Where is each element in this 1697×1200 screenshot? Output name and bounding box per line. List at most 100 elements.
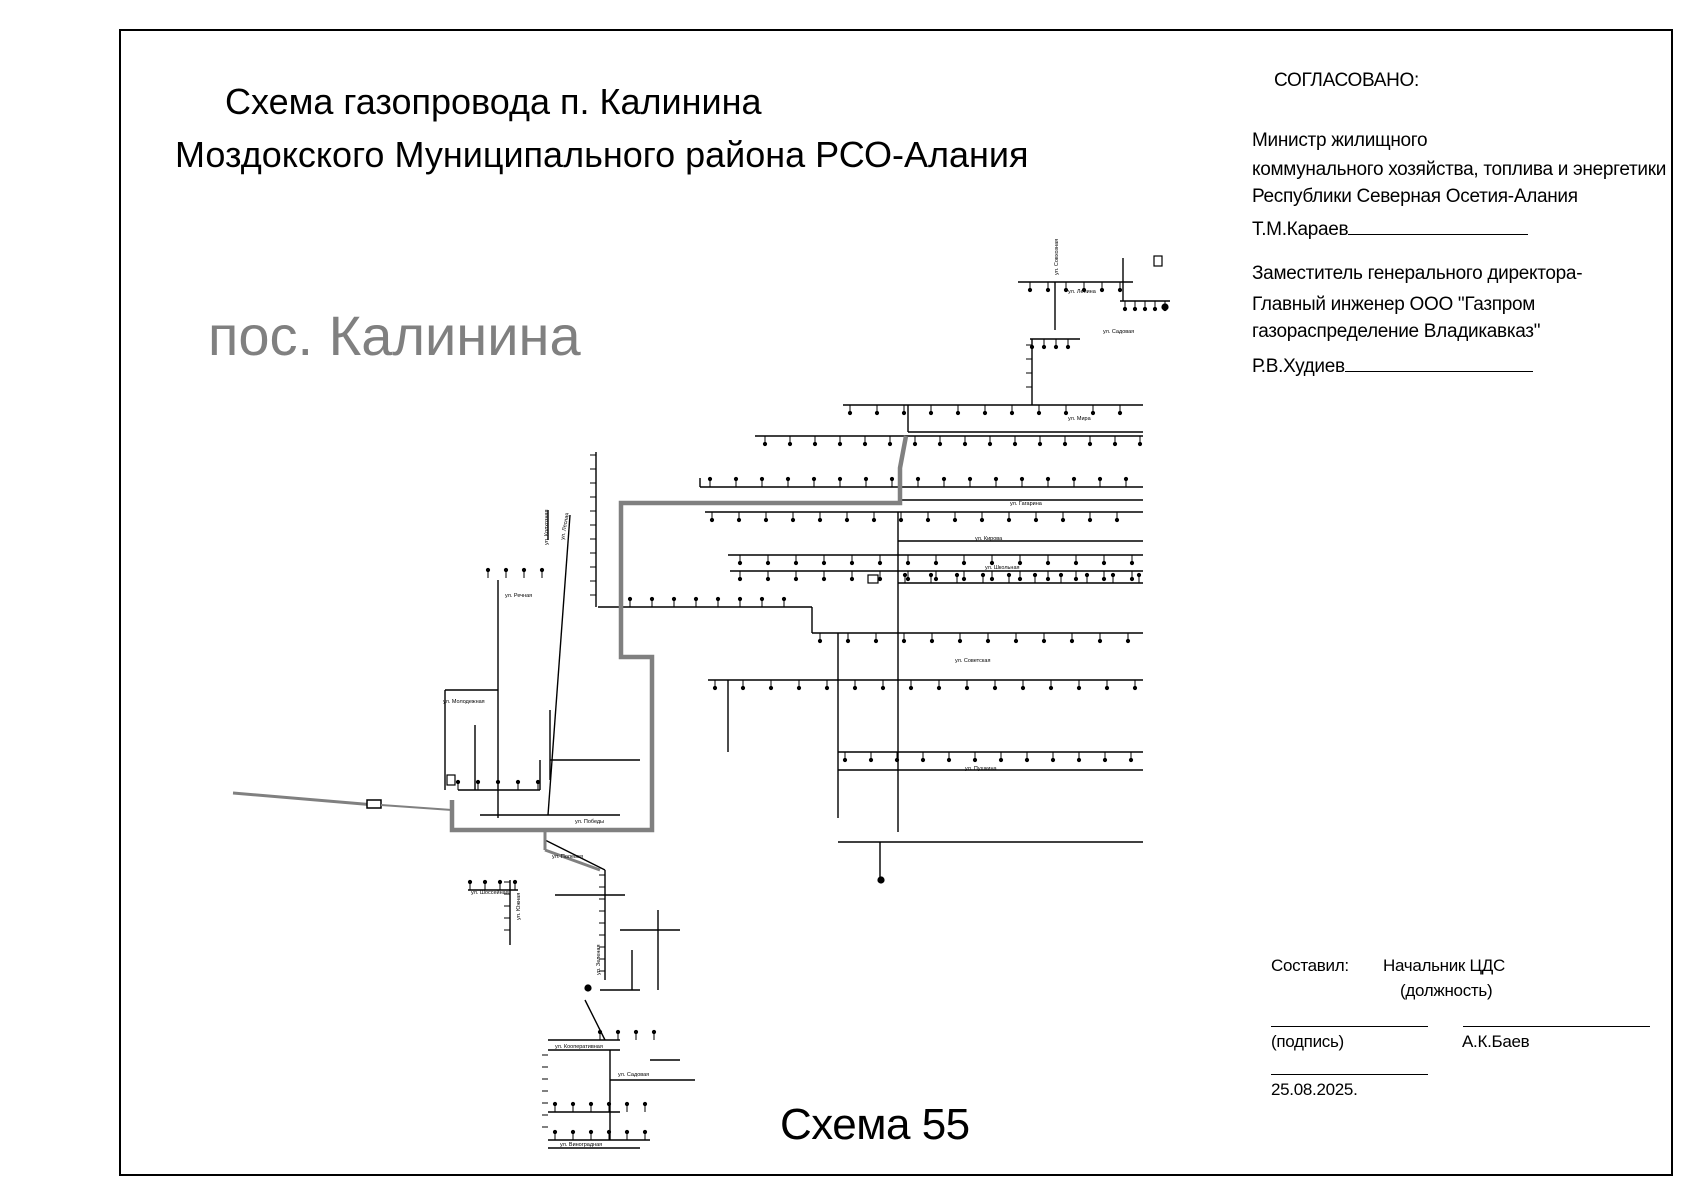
service-point — [982, 410, 988, 416]
street-label: ул. Садовая — [1103, 329, 1134, 335]
service-point — [1017, 560, 1023, 566]
approval-block2-signer: Р.В.Худиев — [1252, 356, 1345, 377]
approval-heading: СОГЛАСОВАНО: — [1274, 70, 1420, 91]
service-point — [824, 685, 830, 691]
service-point — [915, 476, 921, 482]
service-point — [737, 596, 743, 602]
service-point — [1060, 517, 1066, 523]
service-point — [1132, 685, 1138, 691]
service-point — [765, 576, 771, 582]
service-point — [946, 757, 952, 763]
service-point — [1012, 441, 1018, 447]
service-point — [503, 567, 509, 573]
service-point — [817, 638, 823, 644]
service-point — [1125, 638, 1131, 644]
service-point — [1045, 287, 1051, 293]
compiled-label: Составил: — [1271, 956, 1349, 975]
street-label: ул. Победы — [575, 819, 604, 825]
service-point — [925, 517, 931, 523]
service-point — [552, 1101, 558, 1107]
service-point — [1036, 410, 1042, 416]
service-point — [877, 560, 883, 566]
street-label: ул. Полевая — [552, 854, 583, 860]
service-point — [1062, 441, 1068, 447]
service-point — [1084, 572, 1090, 578]
service-point — [1063, 410, 1069, 416]
service-point — [961, 576, 967, 582]
service-point — [868, 757, 874, 763]
service-point — [793, 576, 799, 582]
service-point — [837, 476, 843, 482]
service-point — [759, 476, 765, 482]
service-point — [787, 441, 793, 447]
service-point — [941, 476, 947, 482]
service-point — [515, 779, 521, 785]
service-point — [955, 410, 961, 416]
service-point — [1136, 572, 1142, 578]
service-point — [1101, 576, 1107, 582]
service-point — [1006, 572, 1012, 578]
compiler-position: Начальник ЦДС — [1383, 956, 1505, 975]
service-point — [1128, 757, 1134, 763]
service-point — [811, 476, 817, 482]
service-point — [475, 779, 481, 785]
service-point — [651, 1029, 657, 1035]
service-point — [597, 1029, 603, 1035]
service-point — [606, 1129, 612, 1135]
service-point — [1048, 685, 1054, 691]
approval-block1-line3: Республики Северная Осетия-Алания — [1252, 186, 1578, 207]
service-point — [1117, 410, 1123, 416]
service-point — [671, 596, 677, 602]
service-point — [1114, 517, 1120, 523]
service-point — [871, 517, 877, 523]
service-point — [1029, 344, 1035, 350]
service-point — [762, 441, 768, 447]
service-point — [467, 879, 473, 885]
service-point — [852, 685, 858, 691]
distribution-network — [444, 258, 1170, 1149]
title-line-1: Схема газопровода п. Калинина — [225, 81, 762, 122]
service-point — [627, 596, 633, 602]
service-point — [1071, 476, 1077, 482]
service-point — [1076, 757, 1082, 763]
service-point — [1019, 476, 1025, 482]
street-label: ул. Лесная — [560, 512, 571, 540]
service-point — [1020, 685, 1026, 691]
service-point — [1081, 287, 1087, 293]
street-label: ул. Совхозная — [1054, 239, 1060, 275]
street-label: ул. Гагарина — [1010, 501, 1043, 507]
service-point — [1037, 441, 1043, 447]
service-point — [989, 560, 995, 566]
service-point — [972, 757, 978, 763]
service-point — [985, 638, 991, 644]
service-point — [962, 441, 968, 447]
service-point — [905, 576, 911, 582]
service-point — [1123, 476, 1129, 482]
service-point — [1041, 638, 1047, 644]
service-point — [1102, 757, 1108, 763]
service-point — [901, 410, 907, 416]
signature-line — [1348, 234, 1529, 235]
approval-block2-line1: Заместитель генерального директора- — [1252, 263, 1583, 284]
service-point — [642, 1101, 648, 1107]
service-point — [894, 757, 900, 763]
service-point — [817, 517, 823, 523]
approval-block2-line3: газораспределение Владикавказ" — [1252, 321, 1541, 342]
service-point — [1041, 344, 1047, 350]
service-point — [1013, 638, 1019, 644]
approval-block1-signature: Т.М.Караев — [1252, 217, 1529, 243]
service-point — [842, 757, 848, 763]
compile-date: 25.08.2025. — [1271, 1080, 1358, 1099]
service-point — [535, 779, 541, 785]
street-label: ул. Молодежная — [443, 699, 485, 705]
signature-caption: (подпись) — [1271, 1032, 1344, 1051]
service-point — [1017, 576, 1023, 582]
service-point — [821, 560, 827, 566]
service-point — [785, 476, 791, 482]
street-labels: ул. Ленина ул. Садовая ул. Мира ул. Гага… — [443, 239, 1134, 1148]
street-label: ул. Колхозная — [544, 509, 550, 545]
street-label: ул. Ленина — [1068, 289, 1097, 295]
service-point — [821, 576, 827, 582]
service-point — [898, 517, 904, 523]
